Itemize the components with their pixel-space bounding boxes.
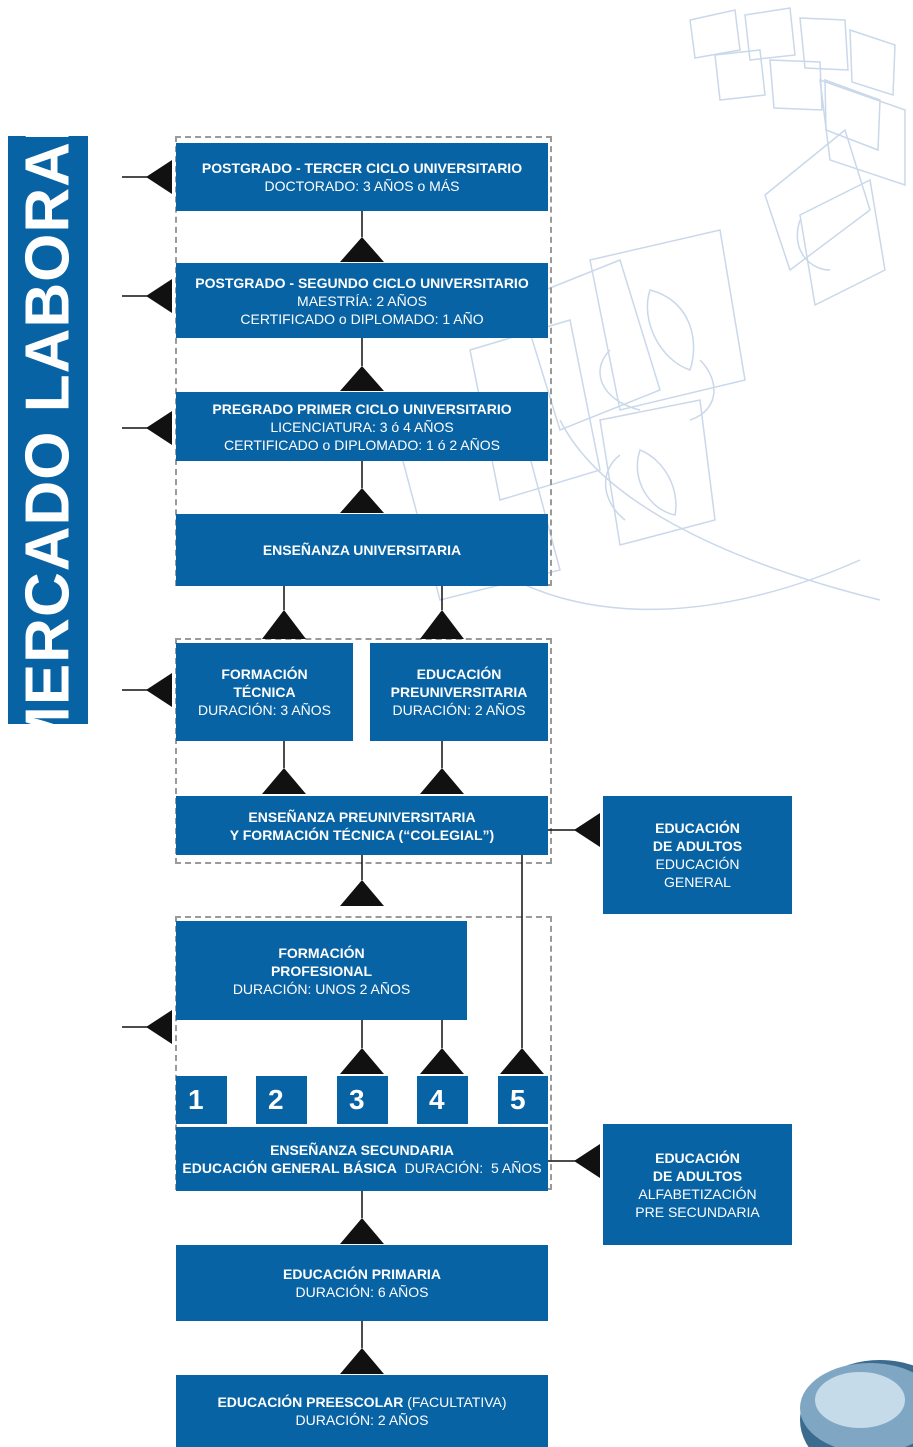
technical-training-box: FORMACIÓN TÉCNICA DURACIÓN: 3 AÑOS bbox=[176, 643, 353, 741]
undergraduate-first-cycle-box: PREGRADO PRIMER CICLO UNIVERSITARIO LICE… bbox=[176, 392, 548, 461]
grade-2-box: 2 bbox=[256, 1076, 307, 1124]
box-line: DOCTORADO: 3 AÑOS o MÁS bbox=[264, 178, 460, 194]
box-line: DURACIÓN: 2 AÑOS bbox=[295, 1412, 429, 1428]
box-line: GENERAL bbox=[664, 874, 731, 890]
box-line: PRE SECUNDARIA bbox=[635, 1203, 760, 1220]
grade-5-box: 5 bbox=[498, 1076, 548, 1124]
professional-training-box: FORMACIÓN PROFESIONAL DURACIÓN: UNOS 2 A… bbox=[176, 921, 467, 1020]
college-education-box: ENSEÑANZA PREUNIVERSITARIA Y FORMACIÓN T… bbox=[176, 796, 548, 855]
box-line: DURACIÓN: 3 AÑOS bbox=[197, 702, 332, 718]
box-title: EDUCACIÓN bbox=[416, 666, 502, 682]
box-line: DURACIÓN: 2 AÑOS bbox=[392, 702, 526, 718]
secondary-education-box: ENSEÑANZA SECUNDARIA EDUCACIÓN GENERAL B… bbox=[176, 1127, 548, 1191]
box-title: FORMACIÓN bbox=[221, 666, 308, 682]
postgraduate-second-cycle-box: POSTGRADO - SEGUNDO CICLO UNIVERSITARIO … bbox=[176, 263, 548, 338]
pre-university-box: EDUCACIÓN PREUNIVERSITARIA DURACIÓN: 2 A… bbox=[370, 643, 548, 741]
labor-market-bar: MERCADO LABORAL bbox=[8, 136, 88, 724]
grade-label: 1 bbox=[188, 1084, 204, 1115]
adult-general-education-box: EDUCACIÓN DE ADULTOS EDUCACIÓN GENERAL bbox=[603, 796, 792, 914]
university-education-box: ENSEÑANZA UNIVERSITARIA bbox=[176, 514, 548, 586]
box-title: ENSEÑANZA UNIVERSITARIA bbox=[262, 542, 462, 558]
preschool-education-box: EDUCACIÓN PREESCOLAR (FACULTATIVA) DURAC… bbox=[176, 1375, 548, 1447]
box-title: POSTGRADO - SEGUNDO CICLO UNIVERSITARIO bbox=[195, 274, 529, 291]
box-line: LICENCIATURA: 3 ó 4 AÑOS bbox=[270, 418, 454, 435]
box-title: ENSEÑANZA PREUNIVERSITARIA bbox=[248, 808, 476, 825]
grade-label: 2 bbox=[268, 1084, 284, 1115]
grade-label: 4 bbox=[429, 1084, 445, 1115]
box-title: FORMACIÓN bbox=[278, 944, 365, 961]
box-title: PREGRADO PRIMER CICLO UNIVERSITARIO bbox=[212, 400, 512, 417]
box-line: (FACULTATIVA) bbox=[403, 1394, 507, 1410]
box-title: TÉCNICA bbox=[233, 684, 296, 700]
box-title: POSTGRADO - TERCER CICLO UNIVERSITARIO bbox=[201, 160, 523, 176]
box-line: EDUCACIÓN bbox=[655, 856, 740, 872]
box-title: PREUNIVERSITARIA bbox=[390, 684, 528, 700]
box-title: DE ADULTOS bbox=[652, 838, 743, 854]
box-line: CERTIFICADO o DIPLOMADO: 1 AÑO bbox=[240, 310, 484, 327]
grade-4-box: 4 bbox=[417, 1076, 468, 1124]
postgraduate-third-cycle-box: POSTGRADO - TERCER CICLO UNIVERSITARIO D… bbox=[176, 143, 548, 211]
box-title: EDUCACIÓN GENERAL BÁSICA bbox=[182, 1160, 397, 1176]
box-line: MAESTRÍA: 2 AÑOS bbox=[297, 292, 427, 309]
box-title: ENSEÑANZA SECUNDARIA bbox=[270, 1142, 454, 1158]
box-title: EDUCACIÓN PRIMARIA bbox=[283, 1266, 441, 1282]
globe-decoration bbox=[800, 1360, 913, 1447]
grade-label: 5 bbox=[510, 1084, 526, 1115]
box-line: DURACIÓN: 5 AÑOS bbox=[396, 1160, 542, 1176]
box-title: Y FORMACIÓN TÉCNICA (“COLEGIAL”) bbox=[229, 826, 495, 843]
primary-education-box: EDUCACIÓN PRIMARIA DURACIÓN: 6 AÑOS bbox=[176, 1245, 548, 1321]
box-title: EDUCACIÓN bbox=[655, 820, 740, 836]
box-line: DURACIÓN: UNOS 2 AÑOS bbox=[232, 980, 411, 997]
grade-label: 3 bbox=[349, 1084, 365, 1115]
box-line: DURACIÓN: 6 AÑOS bbox=[295, 1284, 429, 1300]
box-line: CERTIFICADO o DIPLOMADO: 1 ó 2 AÑOS bbox=[224, 436, 500, 453]
adult-literacy-box: EDUCACIÓN DE ADULTOS ALFABETIZACIÓN PRE … bbox=[603, 1124, 792, 1245]
box-line: ALFABETIZACIÓN bbox=[638, 1185, 757, 1202]
box-title: EDUCACIÓN PREESCOLAR bbox=[217, 1394, 404, 1410]
box-title: EDUCACIÓN bbox=[655, 1149, 740, 1166]
box-title: DE ADULTOS bbox=[652, 1167, 743, 1184]
grade-3-box: 3 bbox=[337, 1076, 388, 1124]
grade-1-box: 1 bbox=[176, 1076, 227, 1124]
box-title: PROFESIONAL bbox=[270, 962, 373, 979]
college-group-frame bbox=[175, 638, 552, 864]
